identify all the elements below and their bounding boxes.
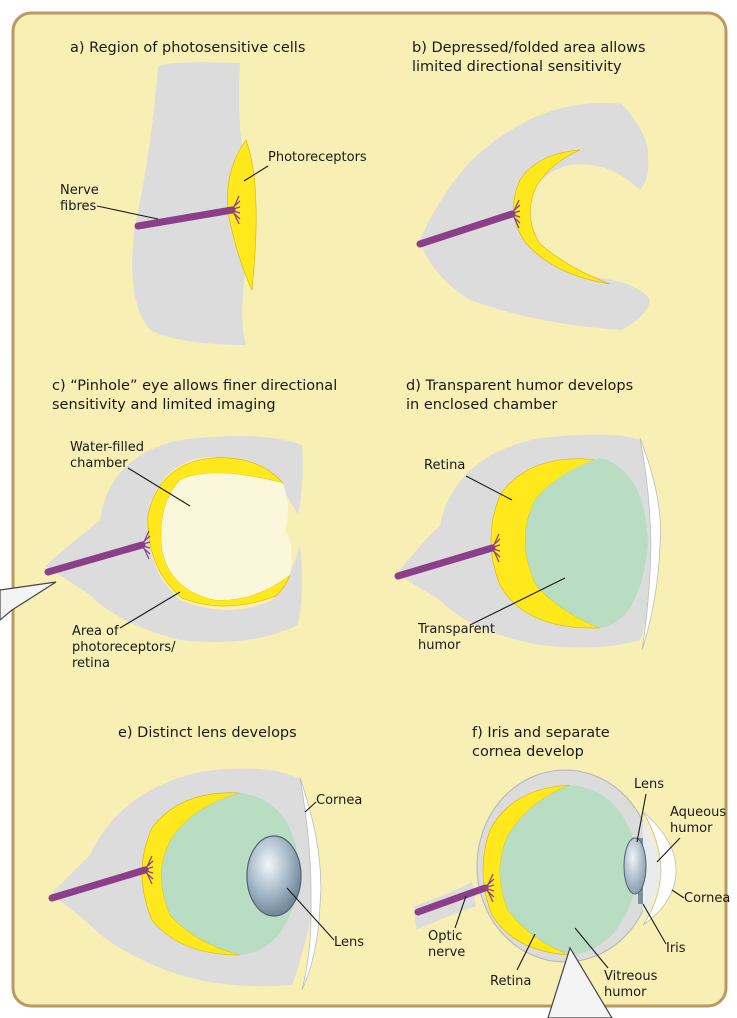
label-retina: Retina [424, 458, 465, 473]
label-cornea: Cornea [316, 793, 362, 808]
label-retina: Retina [490, 974, 531, 989]
panel-e-caption: e) Distinct lens develops [118, 725, 297, 741]
lens [247, 836, 301, 916]
pinhole-chamber [161, 473, 292, 600]
label-iris: Iris [666, 941, 686, 956]
lens [624, 838, 646, 894]
label-cornea: Cornea [684, 891, 730, 906]
label-lens: Lens [634, 777, 664, 792]
panel-a-caption: a) Region of photosensitive cells [70, 40, 305, 56]
label-photoreceptors: Photoreceptors [268, 150, 367, 165]
label-lens: Lens [334, 935, 364, 950]
